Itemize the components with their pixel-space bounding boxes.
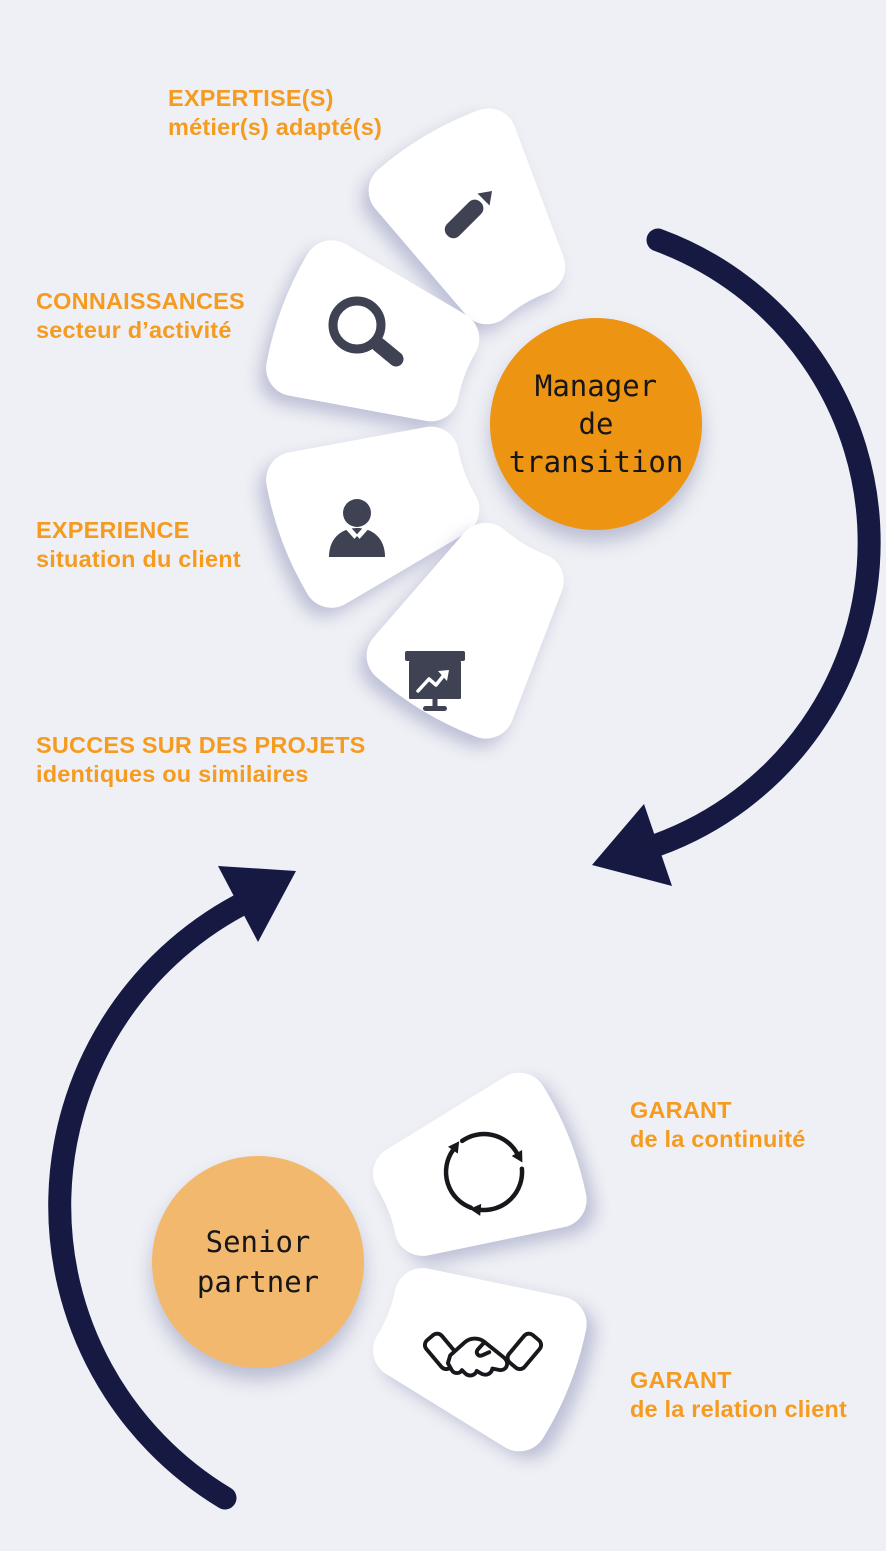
handshake-icon [422,1331,544,1378]
manager-circle-line3: transition [508,445,684,479]
label-connaissances: CONNAISSANCES secteur d’activité [36,287,245,345]
label-garant-relation: GARANT de la relation client [630,1366,847,1424]
senior-partner-circle: Senior partner [152,1156,364,1368]
cycle-arrow-right [592,228,881,886]
person-icon [329,499,385,557]
presentation-chart-icon [405,651,465,711]
label-expertise: EXPERTISE(S) métier(s) adapté(s) [168,84,382,142]
cycle-arrow-left [48,866,296,1510]
label-succes-subtitle: identiques ou similaires [36,761,309,787]
senior-circle-line2: partner [196,1265,320,1299]
label-succes: SUCCES SUR DES PROJETS identiques ou sim… [36,731,366,789]
petal-garant-continuite [373,1072,587,1256]
arrow-right-head-icon [592,804,672,886]
label-succes-title: SUCCES SUR DES PROJETS [36,732,366,758]
petal-connaissances [266,240,480,422]
manager-circle-line2: de [578,407,614,441]
label-garant-continuite-title: GARANT [630,1097,732,1123]
pencil-icon [444,190,493,239]
label-experience: EXPERIENCE situation du client [36,516,241,574]
cycle-arrows-icon [443,1131,525,1216]
label-garant-relation-title: GARANT [630,1367,732,1393]
label-connaissances-title: CONNAISSANCES [36,288,245,314]
label-experience-title: EXPERIENCE [36,517,190,543]
search-icon [328,296,404,367]
senior-circle-line1: Senior [205,1225,311,1259]
manager-circle-line1: Manager [534,369,658,403]
label-expertise-title: EXPERTISE(S) [168,85,334,111]
label-garant-continuite-subtitle: de la continuité [630,1126,806,1152]
manager-circle: Manager de transition [490,318,702,530]
arrow-right-arc [645,228,881,857]
label-connaissances-subtitle: secteur d’activité [36,317,232,343]
arrow-left-head-icon [218,866,296,942]
label-expertise-subtitle: métier(s) adapté(s) [168,114,383,140]
label-garant-relation-subtitle: de la relation client [630,1396,848,1422]
petal-experience [266,426,480,608]
label-experience-subtitle: situation du client [36,546,241,572]
arrow-left-arc [48,893,252,1510]
label-garant-continuite: GARANT de la continuité [630,1096,806,1154]
